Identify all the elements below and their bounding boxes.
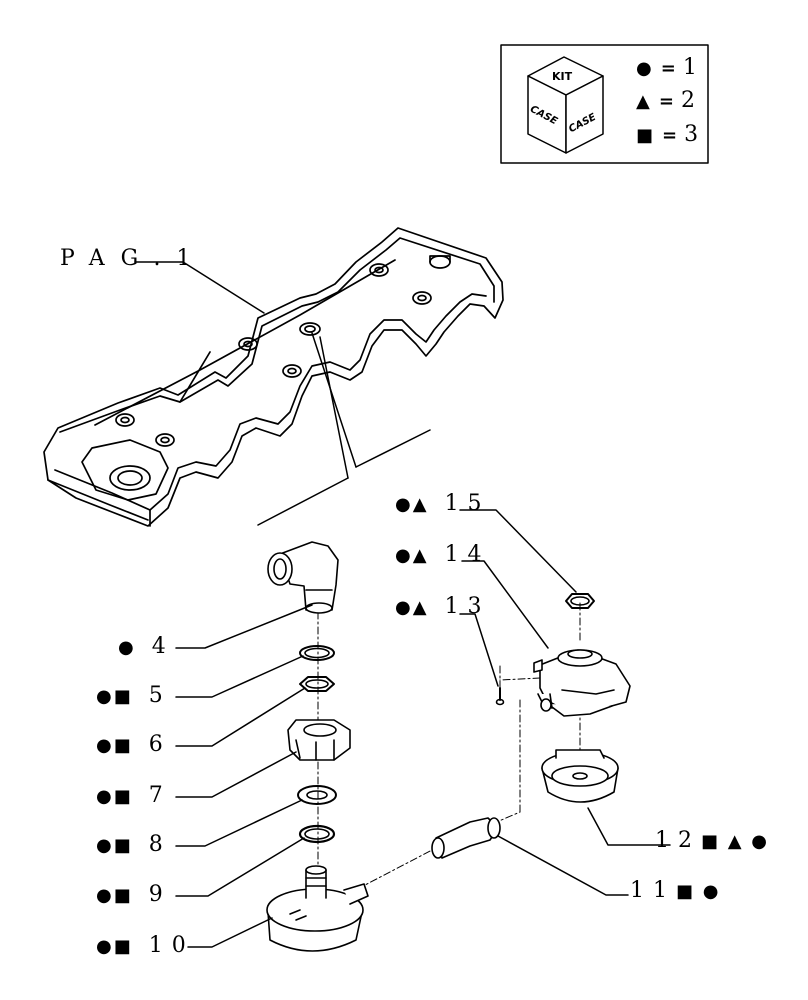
callout-13: ●▲ 13: [395, 596, 491, 619]
callout-symbols: ●■: [96, 786, 133, 807]
callout-4: ● 4: [118, 636, 175, 659]
callout-number: 4: [151, 634, 175, 659]
square-symbol-icon: ■: [636, 125, 656, 146]
callout-symbols: ●▲: [395, 545, 429, 566]
triangle-symbol-icon: ▲: [636, 91, 652, 112]
callout-symbols: ■ ▲ ●: [701, 831, 769, 852]
part-12-cup: [541, 749, 619, 803]
legend-value: 3: [684, 122, 699, 147]
callout-symbols: ●■: [96, 686, 133, 707]
part-4-elbow: [267, 541, 339, 614]
dot-symbol-icon: ●: [636, 58, 654, 79]
legend-row-1: ● = 1: [636, 57, 697, 80]
callout-symbols: ■ ●: [676, 881, 721, 902]
valve-cover-drawing: [43, 227, 504, 527]
page-reference-label: PAG.1: [60, 246, 207, 271]
part-14-valve: [533, 649, 631, 717]
callout-symbols: ●■: [96, 936, 133, 957]
callout-15: ●▲ 15: [395, 493, 491, 516]
legend-equals: =: [658, 91, 674, 112]
callout-number: 9: [148, 882, 172, 907]
callout-number: 6: [148, 732, 172, 757]
callout-9: ●■ 9: [96, 884, 172, 907]
part-9-oring: [298, 824, 336, 844]
callout-number: 7: [148, 783, 172, 808]
callout-6: ●■ 6: [96, 734, 172, 757]
callout-10: ●■ 10: [96, 935, 195, 958]
callout-leader-lines: [175, 509, 671, 948]
callout-number: 8: [148, 832, 172, 857]
legend-value: 1: [682, 55, 697, 80]
callout-8: ●■ 8: [96, 834, 172, 857]
legend-equals: =: [660, 58, 676, 79]
callout-number: 10: [148, 933, 195, 958]
legend-box: [500, 44, 709, 164]
part-6-washer: [299, 676, 335, 692]
part-7-nut: [287, 719, 351, 761]
part-10-housing: [266, 865, 369, 952]
callout-symbols: ●■: [96, 835, 133, 856]
callout-number: 5: [148, 683, 172, 708]
callout-symbols: ●: [118, 637, 136, 658]
callout-number: 11: [630, 878, 676, 903]
kit-cube-icon: [527, 56, 604, 154]
part-8-washer: [297, 785, 337, 805]
callout-11: 11■ ●: [630, 880, 720, 903]
part-5-washer: [299, 645, 335, 661]
legend-row-2: ▲ = 2: [636, 90, 695, 113]
callout-symbols: ●■: [96, 885, 133, 906]
page-reference-leader: [134, 261, 431, 526]
part-11-hose: [431, 817, 501, 859]
callout-number: 12: [655, 828, 701, 853]
part-13-screw: [495, 687, 505, 706]
callout-number: 13: [444, 594, 491, 619]
part-15-washer: [565, 593, 595, 609]
callout-7: ●■ 7: [96, 785, 172, 808]
callout-5: ●■ 5: [96, 685, 172, 708]
callout-symbols: ●▲: [395, 494, 429, 515]
callout-symbols: ●■: [96, 735, 133, 756]
kit-label: KIT: [552, 70, 573, 83]
legend-row-3: ■ = 3: [636, 124, 698, 147]
callout-number: 15: [444, 491, 491, 516]
callout-symbols: ●▲: [395, 597, 429, 618]
legend-value: 2: [680, 88, 695, 113]
callout-number: 14: [444, 542, 491, 567]
callout-14: ●▲ 14: [395, 544, 491, 567]
legend-equals: =: [662, 125, 678, 146]
callout-12: 12■ ▲ ●: [655, 830, 769, 853]
